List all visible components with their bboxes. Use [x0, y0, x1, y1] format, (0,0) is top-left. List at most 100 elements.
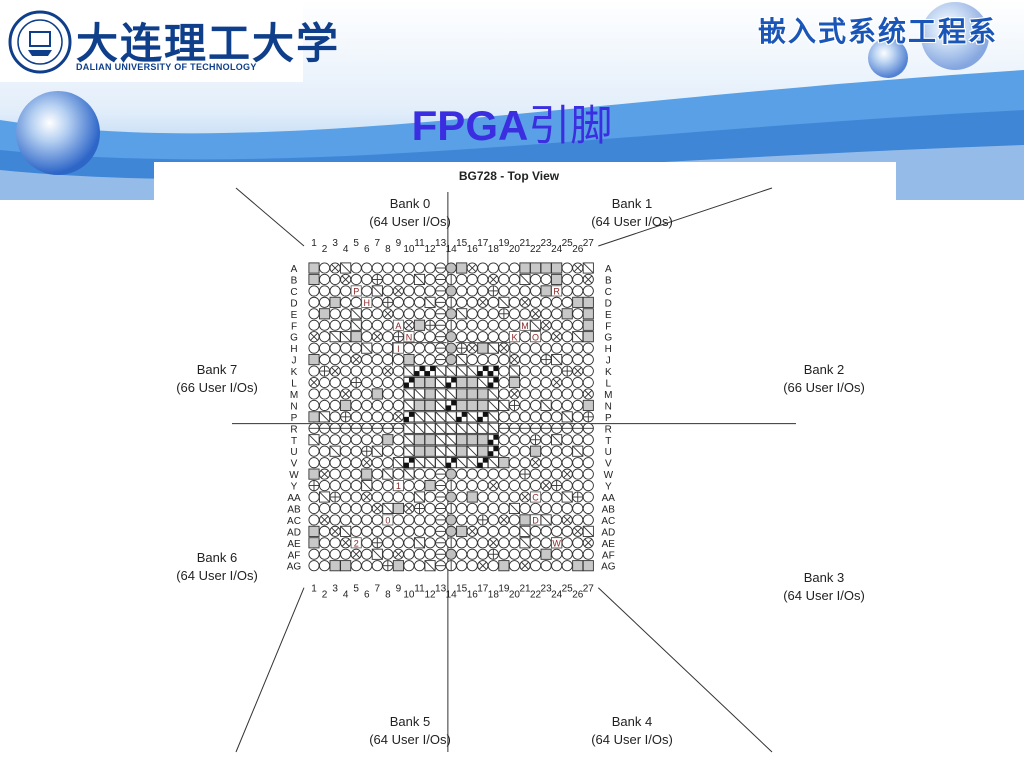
row-label-left: T: [291, 436, 297, 447]
pin-circle: [340, 502, 352, 515]
pin-circle: [540, 434, 552, 446]
pin-circle: [340, 308, 352, 320]
row-label-right: G: [604, 333, 612, 344]
pin-circle: [456, 479, 468, 492]
pin-circle: [519, 434, 531, 446]
pin-circle: [529, 365, 542, 377]
pin-circle: [350, 365, 362, 377]
row-label-left: Y: [291, 482, 298, 493]
pin-circle: [392, 262, 404, 274]
pin-circle: [445, 285, 457, 297]
row-label-right: P: [605, 413, 612, 424]
pin-square: [582, 331, 594, 343]
pin-circle: [561, 525, 573, 537]
pin-circle: [392, 388, 404, 400]
pin-circle: [477, 491, 489, 503]
pin-x-mark: [478, 561, 487, 570]
pin-square: [382, 434, 394, 446]
row-label-right: T: [605, 436, 611, 447]
pin-circle: [508, 308, 521, 320]
pin-circle: [382, 537, 394, 549]
column-label-top: 10: [403, 244, 415, 255]
bank-label-name: Bank 1: [612, 196, 652, 211]
pin-circle: [540, 525, 552, 537]
pin-x-mark: [552, 332, 561, 341]
pin-x-mark: [362, 493, 371, 501]
pin-circle: [361, 273, 373, 285]
pin-square: [456, 445, 468, 457]
pin-slash-mark: [530, 319, 541, 331]
pin-slash-mark: [456, 354, 468, 366]
pin-slash-mark: [435, 422, 447, 434]
pin-circle: [582, 376, 594, 389]
pin-circle: [561, 262, 573, 274]
pin-circle: [498, 548, 510, 560]
pin-circle: [329, 273, 341, 285]
pin-circle: [529, 468, 542, 480]
pin-marker-label: O: [532, 332, 539, 342]
pin-square: [361, 468, 373, 480]
pin-circle: [551, 457, 563, 469]
pin-circle: [361, 388, 373, 400]
pin-circle: [413, 296, 426, 308]
pin-slash-mark: [487, 399, 499, 411]
pin-circle: [413, 262, 426, 274]
pin-circle: [477, 502, 489, 515]
pin-circle: [392, 468, 404, 480]
pin-circle: [318, 342, 331, 354]
divider-diagonal-tl: [235, 187, 305, 247]
row-label-left: AC: [287, 516, 301, 527]
column-label-bottom: 22: [530, 590, 542, 601]
pin-circle: [350, 445, 362, 457]
pin-marker-label: K: [511, 332, 517, 342]
pin-circle: [413, 479, 426, 492]
pin-circle: [582, 502, 594, 515]
pin-circle: [392, 525, 404, 537]
pin-circle: [572, 548, 584, 560]
pin-circle: [551, 308, 563, 320]
pin-circle: [466, 273, 478, 285]
column-label-top: 19: [498, 238, 510, 249]
pin-square: [413, 376, 426, 389]
decor-orb-right: [921, 2, 989, 70]
pin-circle: [456, 548, 468, 560]
pin-circle: [498, 468, 510, 480]
row-label-right: AC: [601, 516, 615, 527]
pin-circle: [456, 319, 468, 331]
slide-title: FPGA引脚: [0, 92, 1024, 153]
pin-circle: [456, 537, 468, 549]
pin-x-mark: [521, 493, 529, 501]
pin-slash-mark: [456, 422, 468, 434]
pin-slash-mark: [435, 377, 447, 388]
pin-circle: [308, 514, 320, 526]
pin-slash-mark: [487, 388, 499, 400]
pin-slash-mark: [414, 457, 425, 469]
row-label-right: AB: [602, 504, 616, 515]
pin-circle: [508, 445, 521, 457]
pin-circle: [498, 319, 510, 331]
pin-checker-mark: [482, 365, 488, 372]
pin-slash-mark: [435, 457, 447, 469]
pin-circle: [551, 445, 563, 457]
pin-checker-mark: [446, 462, 452, 468]
pin-circle: [361, 514, 373, 526]
pin-circle: [413, 354, 426, 366]
pin-circle: [318, 457, 331, 469]
pin-x-mark: [310, 378, 318, 387]
pin-x-mark: [584, 275, 593, 284]
pin-circle: [466, 537, 478, 549]
column-label-top: 25: [562, 238, 574, 249]
pin-circle: [308, 445, 320, 457]
department-name: 嵌入式系统工程系: [757, 15, 998, 48]
pin-slash-mark: [445, 411, 457, 423]
pin-circle: [561, 434, 573, 446]
pin-square: [318, 308, 331, 320]
pin-circle: [572, 273, 584, 285]
pin-circle: [561, 537, 573, 549]
pin-slash-mark: [519, 537, 531, 549]
pin-square: [424, 376, 436, 389]
pin-slash-mark: [403, 434, 415, 446]
pin-circle: [551, 514, 563, 526]
pin-circle: [308, 319, 320, 331]
pin-circle: [519, 342, 531, 354]
